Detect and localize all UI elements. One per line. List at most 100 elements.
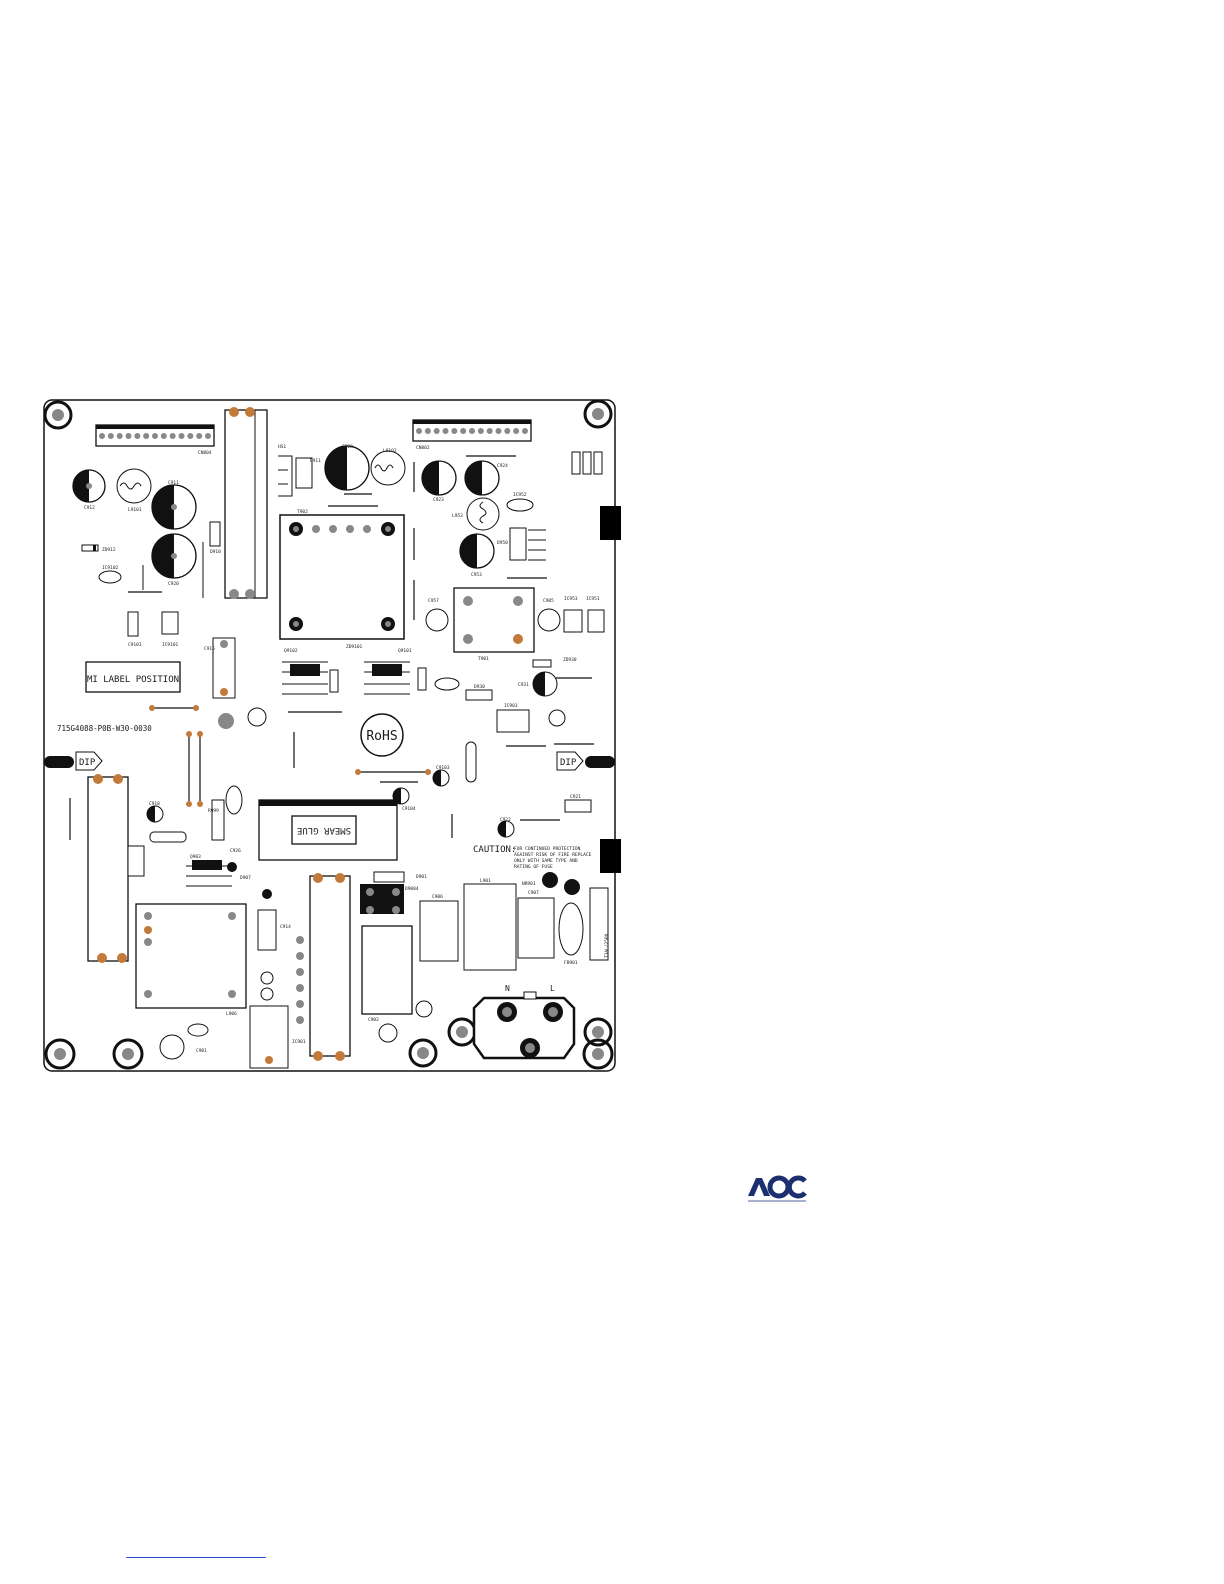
- svg-text:MI LABEL POSITION: MI LABEL POSITION: [87, 675, 179, 685]
- svg-text:NR901: NR901: [522, 881, 536, 887]
- connector-pin: [196, 433, 203, 439]
- components-bottom: C901 C902: [159, 1000, 433, 1060]
- ac-inlet: N L: [472, 984, 576, 1060]
- dip-marker-right: DIP: [556, 751, 615, 771]
- svg-text:CN802: CN802: [416, 445, 430, 451]
- svg-text:T3AL/250V: T3AL/250V: [604, 933, 610, 958]
- svg-text:C907: C907: [528, 890, 539, 896]
- connector-pin: [469, 428, 475, 434]
- svg-text:D907: D907: [240, 875, 251, 881]
- connector-pin: [451, 428, 458, 434]
- svg-text:C911: C911: [168, 480, 179, 486]
- svg-text:N: N: [505, 984, 510, 993]
- heatsink-hs2: [224, 407, 268, 599]
- svg-text:C906: C906: [432, 894, 443, 900]
- heatsink-left: [87, 774, 145, 963]
- connector-pin: [424, 428, 431, 434]
- jumper-pads: [149, 705, 431, 807]
- svg-text:IC953: IC953: [564, 596, 578, 602]
- connector-pin: [116, 433, 123, 439]
- svg-text:DIP: DIP: [560, 758, 577, 768]
- svg-text:L953: L953: [452, 513, 463, 519]
- svg-text:T902: T902: [297, 509, 308, 515]
- components-mid-right: D930 C931 ZD930 IC903 C9103 C921 C922: [432, 657, 592, 838]
- smear-glue-area: SMEAR GLUE: [258, 799, 398, 861]
- connector-pin: [99, 433, 105, 439]
- connector-pin: [152, 433, 158, 439]
- caution-notice: CAUTION: FOR CONTINUED PROTECTION AGAINS…: [473, 845, 592, 870]
- aoc-logo: [748, 1175, 807, 1202]
- svg-text:C915: C915: [204, 646, 215, 652]
- svg-text:L9102: L9102: [383, 448, 397, 454]
- svg-text:C918: C918: [149, 801, 160, 807]
- svg-text:C914: C914: [280, 924, 291, 930]
- connector-pin: [187, 433, 194, 439]
- emi-filter: C906 L901 C907 NR901 FB901 T3AL/250V: [419, 872, 610, 971]
- svg-text:D930: D930: [474, 684, 485, 690]
- mi-label-box: MI LABEL POSITION: [85, 661, 181, 693]
- svg-text:T901: T901: [478, 656, 489, 662]
- svg-text:D9004: D9004: [405, 886, 419, 892]
- svg-text:L9101: L9101: [128, 507, 142, 513]
- connector-cn802: CN802: [412, 419, 532, 451]
- svg-text:C902: C902: [368, 1017, 379, 1023]
- connector-cn804: CN804: [95, 424, 215, 456]
- svg-text:C921: C921: [570, 794, 581, 800]
- svg-text:C9104: C9104: [402, 806, 416, 812]
- svg-text:D950: D950: [497, 540, 508, 546]
- svg-text:HS1: HS1: [278, 444, 286, 450]
- connector-pin: [178, 433, 185, 439]
- svg-text:Q9102: Q9102: [284, 648, 298, 654]
- svg-text:D901: D901: [416, 874, 427, 880]
- svg-text:C924: C924: [497, 463, 508, 469]
- svg-text:FOR CONTINUED PROTECTION: FOR CONTINUED PROTECTION: [514, 846, 581, 852]
- connector-pin: [522, 428, 528, 434]
- svg-text:ZD9101: ZD9101: [346, 644, 363, 650]
- svg-text:C957: C957: [428, 598, 439, 604]
- connector-pin: [513, 428, 520, 434]
- svg-text:C9101: C9101: [128, 642, 142, 648]
- connector-pin: [416, 428, 422, 434]
- small-components-left: ZD912 IC9102 C9101 IC9101: [81, 542, 204, 648]
- svg-text:SMEAR GLUE: SMEAR GLUE: [297, 825, 351, 835]
- connector-pin: [143, 433, 150, 439]
- svg-text:C923: C923: [433, 497, 444, 503]
- connector-pin: [134, 433, 141, 439]
- svg-text:C905: C905: [543, 598, 554, 604]
- svg-text:C928: C928: [342, 444, 353, 450]
- edge-tab: [600, 506, 621, 540]
- connector-pin: [486, 428, 493, 434]
- svg-text:IC903: IC903: [504, 703, 518, 709]
- mounting-holes: [43, 399, 614, 1070]
- svg-text:DIP: DIP: [79, 758, 96, 768]
- edge-tab: [600, 839, 621, 873]
- svg-text:CN804: CN804: [198, 450, 212, 456]
- dip-marker-left: DIP: [44, 751, 103, 771]
- svg-text:ONLY WITH SAME TYPE AND: ONLY WITH SAME TYPE AND: [514, 858, 578, 864]
- bridge-rectifier: D901 D9004 C914: [249, 871, 427, 1069]
- svg-text:IC951: IC951: [586, 596, 600, 602]
- components-c928-l9102: C928 L9102 D911 HS1: [278, 444, 406, 497]
- connector-pin: [107, 433, 114, 439]
- svg-text:C922: C922: [500, 817, 511, 823]
- svg-text:C920: C920: [168, 581, 179, 587]
- transformer-t901: T901 C957 C905 IC953 IC951: [425, 587, 605, 662]
- svg-text:R999: R999: [208, 808, 219, 814]
- connector-pin: [495, 428, 502, 434]
- capacitor-c915: C915: [204, 637, 236, 699]
- capacitor-c9102: [247, 707, 267, 727]
- svg-text:C931: C931: [518, 682, 529, 688]
- jumper-wires: [69, 455, 594, 840]
- svg-text:C901: C901: [196, 1048, 207, 1054]
- electrolytic-capacitors-left: C912 L9101 C911 C920 D910: [72, 468, 221, 587]
- svg-text:IC901: IC901: [292, 1039, 306, 1045]
- svg-text:Q9101: Q9101: [398, 648, 412, 654]
- connector-pin: [460, 428, 467, 434]
- svg-text:IC9102: IC9102: [102, 565, 119, 571]
- connector-pin: [160, 433, 167, 439]
- svg-text:L901: L901: [480, 878, 491, 884]
- connector-pin: [442, 428, 449, 434]
- connector-pin: [433, 428, 440, 434]
- svg-text:IC9101: IC9101: [162, 642, 179, 648]
